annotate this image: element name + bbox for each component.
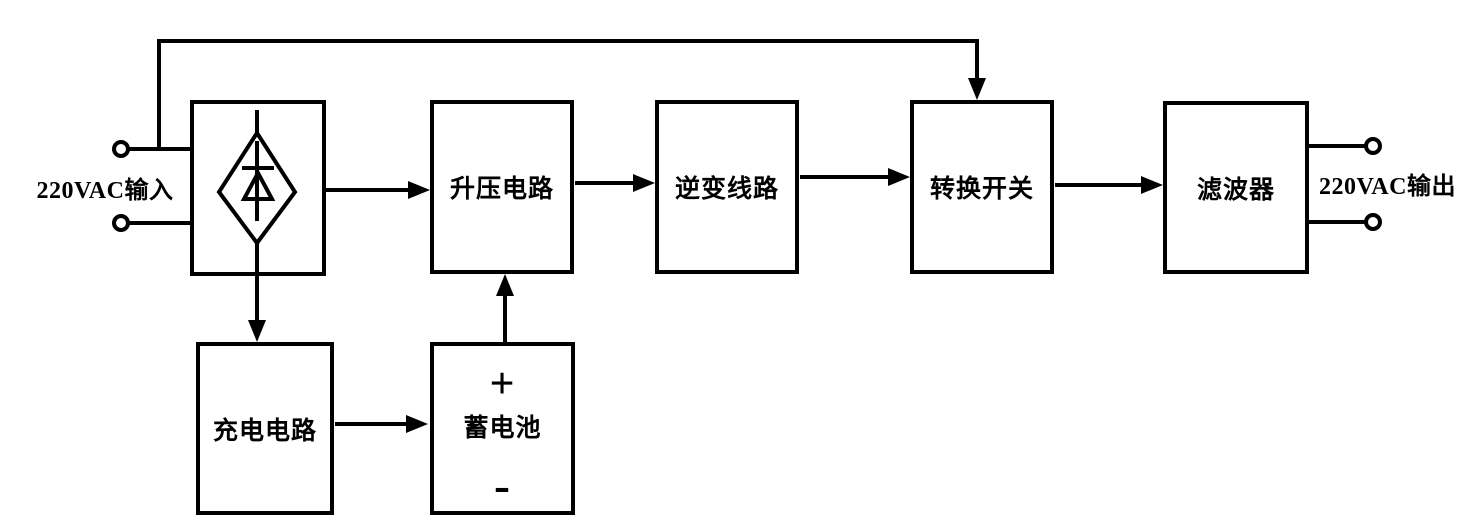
block-boost-circuit: 升压电路 — [430, 100, 574, 274]
block-battery: + 蓄电池 - — [430, 342, 575, 515]
arrow-battery-to-boost — [496, 274, 514, 342]
ac-output-terminals — [1309, 137, 1382, 231]
arrowhead-right-icon — [406, 415, 428, 433]
input-terminal-bottom-icon — [112, 214, 130, 232]
arrow-transfer-switch-to-filter — [1055, 176, 1163, 194]
arrowhead-right-icon — [1141, 176, 1163, 194]
bypass-line-input-to-transfer-switch — [157, 39, 986, 149]
arrowhead-up-icon — [496, 274, 514, 296]
battery-negative-sign: - — [494, 459, 511, 512]
rectifier-diamond — [216, 129, 298, 247]
ac-output-label: 220VAC输出 — [1319, 174, 1456, 200]
block-transfer-switch-label: 转换开关 — [929, 176, 1034, 203]
arrow-inverter-to-transfer-switch — [800, 168, 910, 186]
output-terminal-bottom-icon — [1364, 213, 1382, 231]
arrow-rectifier-to-boost — [326, 181, 430, 199]
block-inverter-label: 逆变线路 — [674, 176, 779, 203]
diode-triangle — [240, 168, 276, 201]
block-filter: 滤波器 — [1163, 101, 1309, 274]
output-terminal-top-icon — [1364, 137, 1382, 155]
arrowhead-down-icon — [248, 320, 266, 342]
block-filter-label: 滤波器 — [1196, 176, 1275, 204]
block-charger-circuit: 充电电路 — [196, 342, 334, 515]
ac-input-label: 220VAC输入 — [36, 178, 174, 204]
battery-positive-sign: + — [489, 359, 516, 408]
block-battery-label: 蓄电池 — [463, 415, 542, 442]
arrow-boost-to-inverter — [575, 174, 655, 192]
input-terminal-top-icon — [112, 140, 130, 158]
block-transfer-switch: 转换开关 — [910, 100, 1054, 274]
arrow-charger-to-battery — [335, 415, 428, 433]
arrowhead-right-icon — [408, 181, 430, 199]
arrow-rectifier-to-charger — [248, 243, 266, 342]
arrowhead-down-icon — [968, 78, 986, 100]
block-rectifier — [190, 100, 326, 276]
block-boost-label: 升压电路 — [449, 176, 554, 203]
arrowhead-right-icon — [633, 174, 655, 192]
block-charger-label: 充电电路 — [212, 417, 317, 445]
arrowhead-right-icon — [888, 168, 910, 186]
bridge-rectifier-icon — [216, 110, 298, 247]
bypass-wire — [157, 39, 979, 149]
block-inverter-circuit: 逆变线路 — [655, 100, 799, 274]
